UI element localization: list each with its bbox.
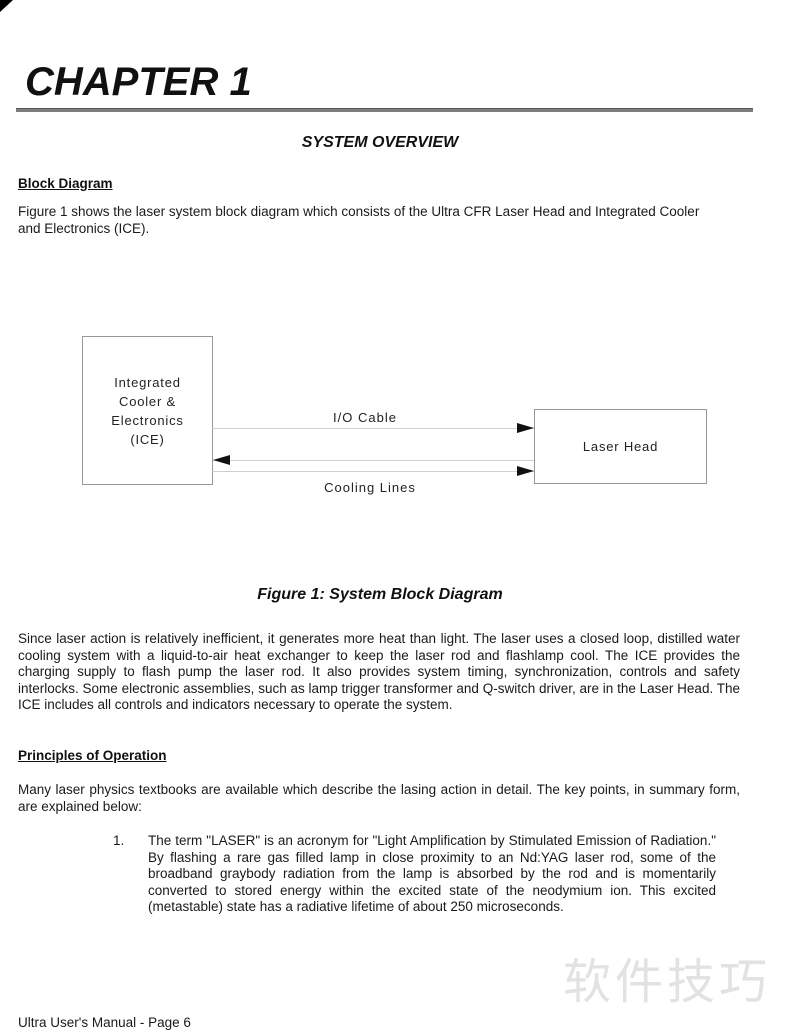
diagram-box-laser-head-label: Laser Head bbox=[582, 439, 659, 454]
list-item-number: 1. bbox=[113, 833, 125, 848]
diagram-box-ice-label: Integrated Cooler & Electronics (ICE) bbox=[111, 373, 183, 449]
ice-label-line-4: (ICE) bbox=[130, 431, 165, 447]
section-heading-block-diagram: Block Diagram bbox=[18, 176, 113, 191]
page-subtitle: SYSTEM OVERVIEW bbox=[301, 134, 459, 151]
arrow-right-icon bbox=[517, 466, 534, 476]
scan-artifact-corner bbox=[0, 0, 13, 12]
ice-label-line-1: Integrated bbox=[114, 374, 181, 390]
section-heading-principles: Principles of Operation bbox=[18, 748, 167, 763]
ice-label-line-2: Cooler & bbox=[119, 393, 176, 409]
arrow-right-icon bbox=[517, 423, 534, 433]
paragraph-system-description: Since laser action is relatively ineffic… bbox=[18, 631, 740, 712]
arrow-left-icon bbox=[213, 455, 230, 465]
diagram-label-io-cable: I/O Cable bbox=[333, 410, 397, 425]
diagram-box-ice: Integrated Cooler & Electronics (ICE) bbox=[82, 336, 213, 485]
watermark-text: 软件技巧 bbox=[563, 956, 772, 1009]
list-item-text: The term "LASER" is an acronym for "Ligh… bbox=[148, 833, 716, 914]
page-footer: Ultra User's Manual - Page 6 bbox=[18, 1015, 191, 1030]
paragraph-block-diagram-intro: Figure 1 shows the laser system block di… bbox=[18, 204, 700, 236]
diagram-label-cooling-lines: Cooling Lines bbox=[324, 480, 416, 495]
diagram-line-cooling-return bbox=[213, 460, 534, 461]
diagram-box-laser-head: Laser Head bbox=[534, 409, 707, 484]
ice-label-line-3: Electronics bbox=[111, 412, 184, 428]
diagram-line-io-cable bbox=[212, 428, 534, 429]
numbered-list-item-1: 1. The term "LASER" is an acronym for "L… bbox=[113, 833, 716, 916]
chapter-title: CHAPTER 1 bbox=[25, 60, 252, 104]
paragraph-principles-intro: Many laser physics textbooks are availab… bbox=[18, 782, 740, 814]
diagram-line-cooling-supply bbox=[212, 471, 534, 472]
title-rule bbox=[16, 108, 753, 112]
figure-caption: Figure 1: System Block Diagram bbox=[257, 586, 503, 603]
